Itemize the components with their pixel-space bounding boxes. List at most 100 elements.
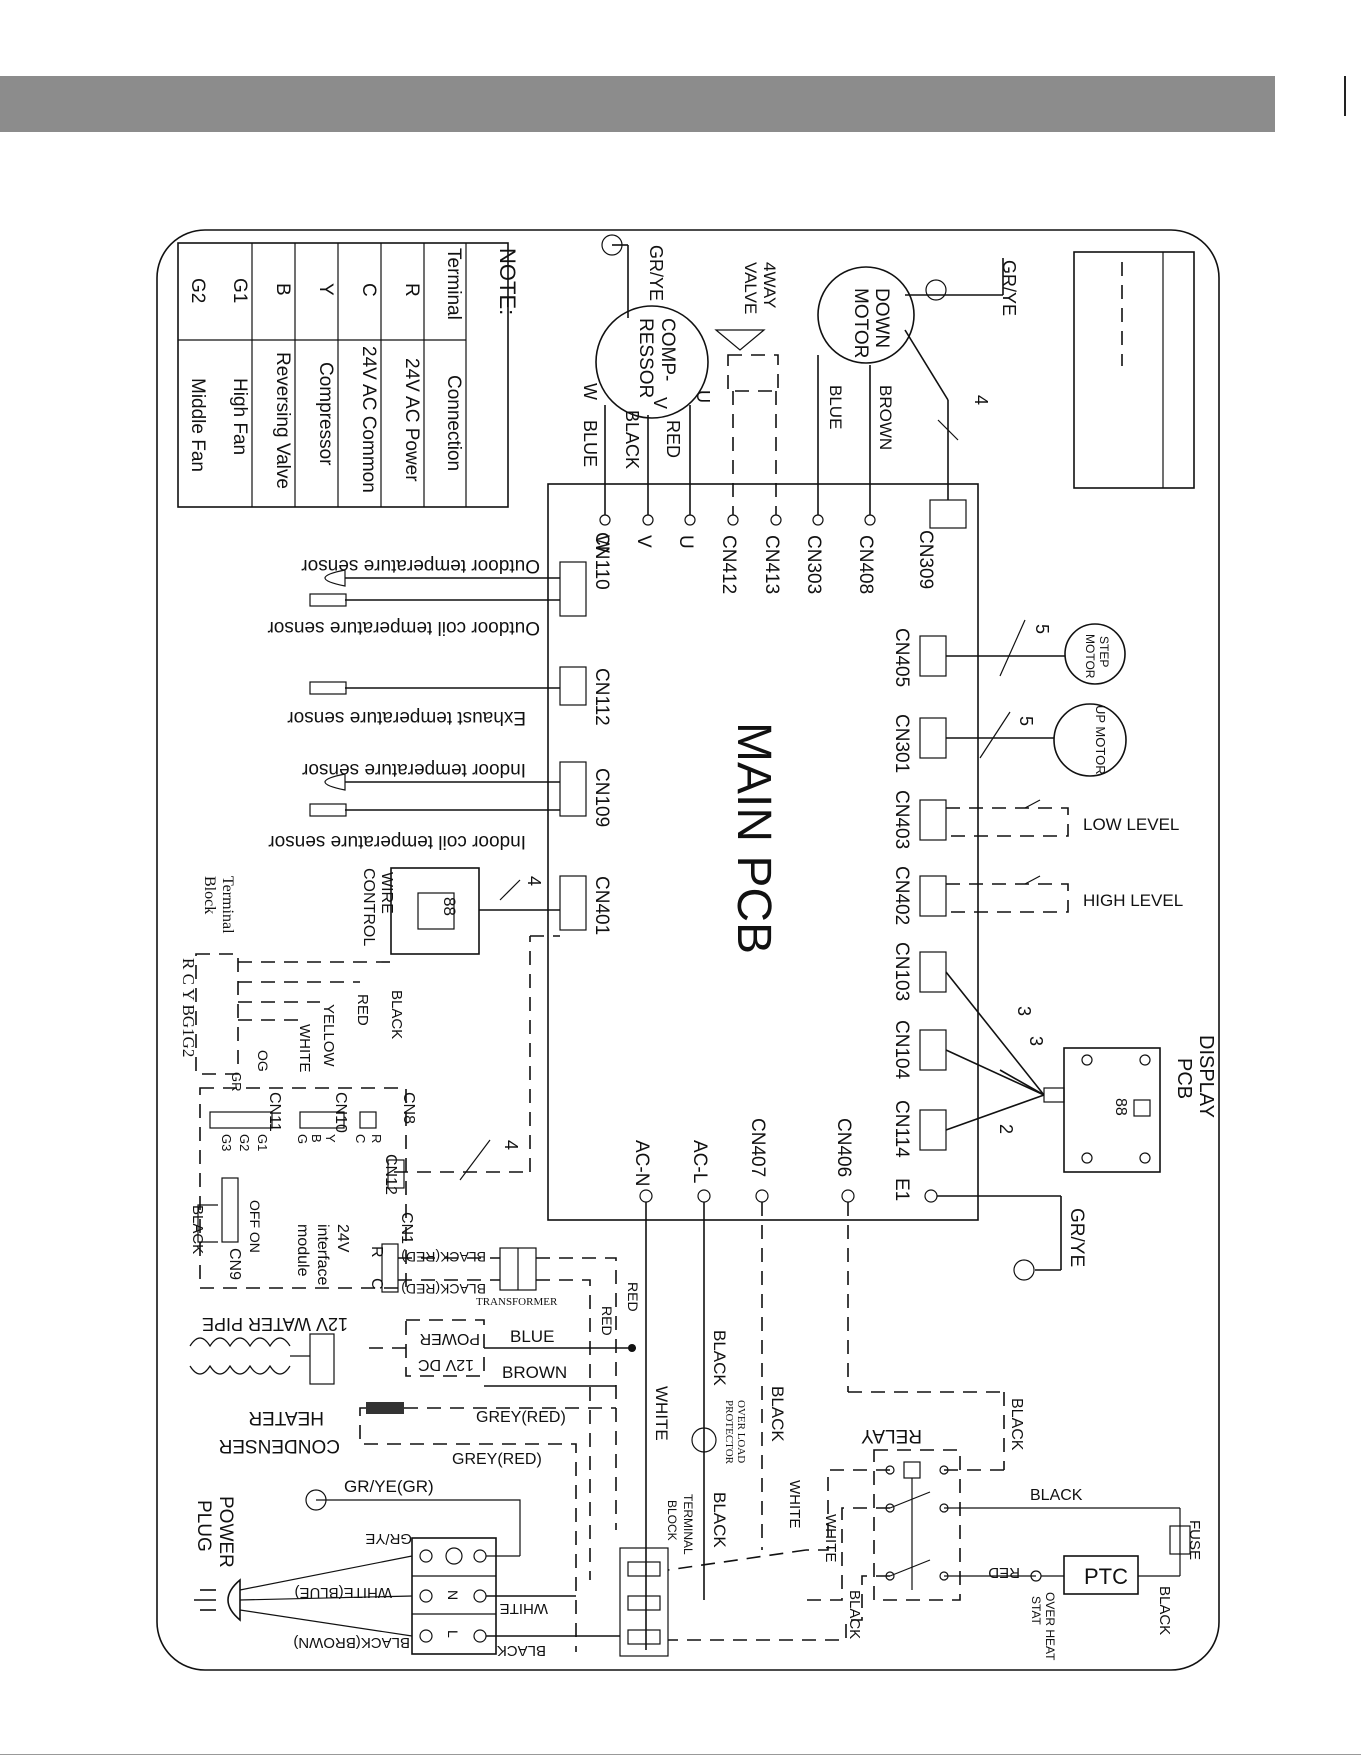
connector-cn413: CN413 [761,535,782,594]
interface-module-label: 24V [334,1224,351,1253]
compressor-label: COMP- [657,318,678,381]
wire-label-red-tx2: RED [599,1306,615,1336]
power-plug-label: POWER [215,1496,236,1568]
wire-label-white-tb: WHITE [296,1024,313,1072]
sensor-indoor-temp: Indoor temperature sensor [301,759,526,780]
ac-wiring: BLACK WHITE BLACK OVER LOAD PROTECTOR BL… [619,1202,1025,1657]
count-5-up: 5 [1016,716,1036,726]
wire-label-black-plug: BLACK [497,1642,546,1659]
wire-label-v: V [650,397,670,409]
note-row-conn: Compressor [315,362,336,466]
valve-label-2: VALVE [741,262,760,314]
connector-ac-l: AC-L [689,1140,710,1183]
down-motor-label-2: MOTOR [850,288,871,358]
wire-label-yellow-tb: YELLOW [320,1004,337,1067]
left-connectors: CN110 CN112 CN109 CN401 Outdoor temperat… [267,532,612,935]
wire-label-black-tb: BLACK [388,990,405,1039]
wire-label-red-tx: RED [625,1282,641,1312]
connector-cn110: CN110 [591,532,612,590]
count-4-down: 4 [971,395,991,405]
count-3-b: 3 [1026,1036,1046,1046]
wire-label-white-relay: WHITE [786,1480,803,1528]
black-red-a: BLACK(RED) [401,1249,486,1265]
bottom-connectors: CN406 CN407 AC-L AC-N E1 GR/YE [631,1118,1087,1281]
wire-label-black-acl: BLACK [710,1330,729,1386]
interface-module-label-3: module [294,1224,311,1277]
off-on-label: OFF ON [247,1200,263,1253]
gr-ye-gr-label: GR/YE(GR) [344,1477,434,1496]
connector-ac-n: AC-N [631,1140,652,1186]
note-row-term: G2 [187,278,208,303]
wire-label-w: W [580,383,600,400]
step-motor-label: STEP [1097,636,1111,667]
connector-e1: E1 [891,1178,912,1201]
dc-power-label: POWER [420,1330,480,1347]
grey-red-a: GREY(RED) [476,1409,566,1426]
wire-label-red-ptc: RED [988,1564,1020,1581]
compressor: COMP- RESSOR RED BLACK BLUE U V W GR/YE [580,234,713,515]
wire-control-digits: 88 [440,897,459,916]
connector-cn403: CN403 [891,790,912,849]
connector-cn406: CN406 [833,1118,854,1177]
wire-label-brown: BROWN [876,385,895,450]
connector-cn303: CN303 [803,535,824,594]
sensor-exhaust: Exhaust temperature sensor [287,707,526,728]
four-way-valve: 4WAY VALVE [714,262,779,515]
cn11-g3: G3 [219,1134,234,1151]
interface-module: CN8 CN10 CN11 R C Y B G G1 G2 G3 CN12 CN… [189,935,560,1293]
connector-cn405: CN405 [891,628,912,687]
wire-label-gr: GR [229,1072,244,1092]
main-pcb-title: MAIN PCB [727,722,780,954]
note-header-terminal: Terminal [443,248,464,320]
count-2: 2 [996,1124,1016,1134]
connector-cn8: CN8 [400,1092,417,1124]
connector-u: U [675,535,696,549]
terminal-block-label-2: BLOCK [665,1500,679,1541]
ptc-label: PTC [1084,1564,1128,1589]
wire-label-blue: BLUE [580,420,600,467]
over-heat-stat-label: OVER HEAT [1043,1592,1057,1661]
terminal-block-small: Terminal Block R C Y BG1G2 BLACK RED YEL… [179,876,405,1092]
note-row-term: Y [315,283,336,296]
compressor-label-2: RESSOR [635,318,656,398]
gr-ye-plug-label: GR/YE [365,1530,412,1547]
connector-v: V [633,535,654,548]
wire-label-blue-2: BLUE [826,385,845,429]
ptc-circuit: PTC FUSE BLACK OVER HEAT STAT [1029,1508,1203,1661]
right-connectors: CN405 CN301 CN403 CN402 CN103 CN104 CN11… [891,628,947,1158]
high-level-label: HIGH LEVEL [1083,891,1183,910]
cn11-g2: G2 [237,1134,252,1151]
display-digits: 88 [1112,1098,1129,1116]
cn1-c: C [368,1278,385,1290]
down-motor-ground: GR/YE [999,260,1019,316]
fuse-label: FUSE [1186,1520,1203,1560]
note-header-connection: Connection [443,375,464,471]
cn1-r: R [368,1246,385,1258]
note-row-term: G1 [229,278,250,303]
connector-cn1: CN1 [398,1212,415,1244]
page-bottom-line [0,1754,1361,1755]
down-motor-label: DOWN [871,288,892,348]
step-motor-label-2: MOTOR [1083,634,1097,679]
note-row-term: C [358,283,379,297]
wire-label-white-plug: WHITE [500,1600,548,1617]
terminal-n: N [445,1590,461,1600]
connector-cn12: CN12 [382,1154,399,1195]
connector-cn412: CN412 [718,535,739,594]
connector-cn408: CN408 [855,535,876,594]
up-motor-label: UP MOTOR [1093,705,1108,775]
over-load-label: OVER LOAD [735,1400,747,1463]
note-row-conn: High Fan [229,378,250,455]
wire-control-label: WIRE [378,872,395,914]
wire-label-red: RED [663,420,683,458]
connector-cn11: CN11 [266,1092,283,1132]
level-switches: LOW LEVEL HIGH LEVEL [946,799,1183,913]
note-row-conn: 24V AC Power [401,358,422,482]
count-4-cn12: 4 [501,1140,521,1150]
note-row-conn: Middle Fan [187,378,208,472]
wire-label-black-acl2: BLACK [710,1492,729,1548]
header-bar [0,76,1275,132]
sensor-outdoor-temp: Outdoor temperature sensor [301,555,540,576]
connector-cn104: CN104 [891,1020,912,1080]
valve-label: 4WAY [760,262,779,308]
